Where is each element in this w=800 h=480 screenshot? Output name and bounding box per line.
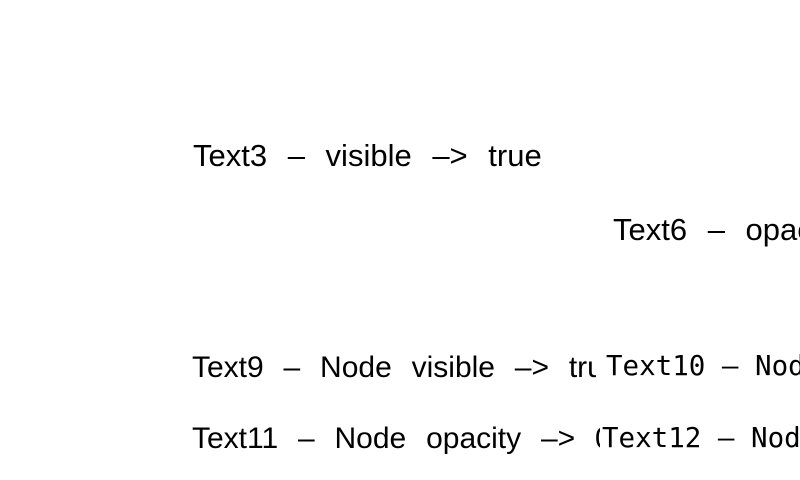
text-object-text6-clip: Text6 – opac (613, 214, 800, 258)
text-object-text9: Text9 – Node visible –> tru (192, 353, 596, 384)
text-object-text11-clip: Text11 – Node opacity –> 0 (192, 424, 600, 468)
text-object-text12-clip: Text12 – Node (602, 425, 800, 469)
text-object-text9-clip: Text9 – Node visible –> tru (192, 353, 596, 397)
text-object-text3-clip: Text3 – visible –> true (193, 140, 800, 184)
text-object-text12: Text12 – Node (602, 425, 800, 453)
text-object-text6: Text6 – opac (613, 214, 800, 247)
text-object-text10-clip: Text10 – Node (606, 353, 800, 397)
text-object-text3: Text3 – visible –> true (193, 140, 542, 173)
text-object-text10: Text10 – Node (606, 353, 800, 381)
text-object-text11: Text11 – Node opacity –> 0 (192, 424, 600, 455)
